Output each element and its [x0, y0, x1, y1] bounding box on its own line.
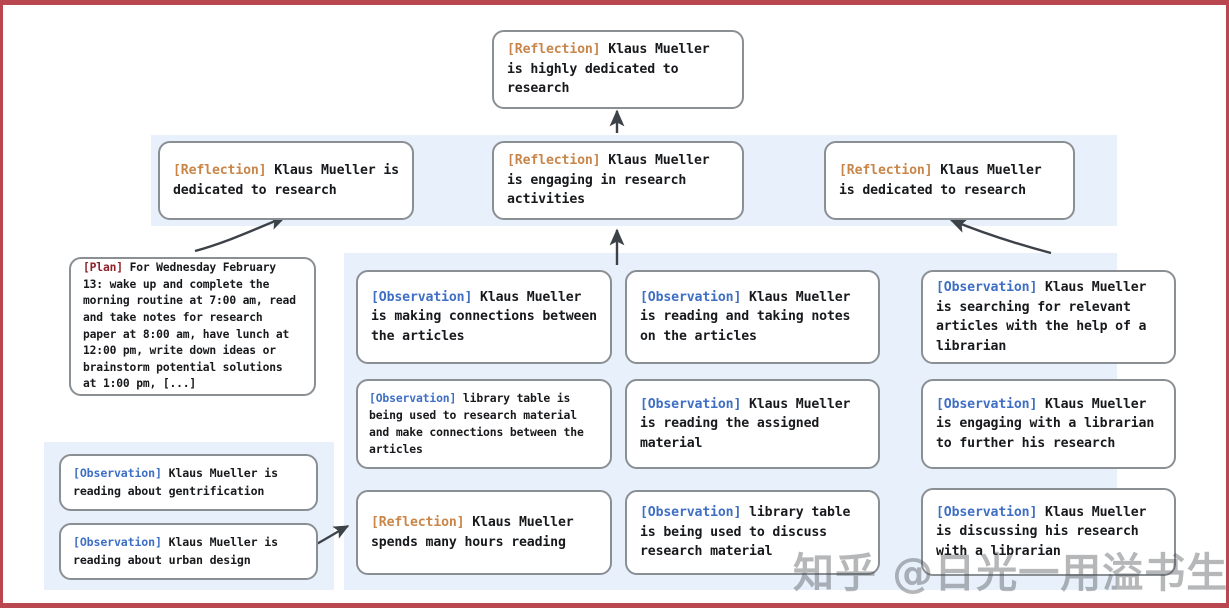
node-text: [Reflection] Klaus Mueller is dedicated … [826, 161, 1073, 200]
node-text: [Observation] Klaus Mueller is searching… [923, 278, 1174, 356]
node-reflection-right[interactable]: [Reflection] Klaus Mueller is dedicated … [824, 141, 1075, 220]
node-col3-observation-2[interactable]: [Observation] Klaus Mueller is reading t… [625, 379, 880, 469]
node-col4-observation-2[interactable]: [Observation] Klaus Mueller is engaging … [921, 379, 1176, 469]
node-reflection-left[interactable]: [Reflection] Klaus Mueller is dedicated … [158, 141, 414, 220]
node-body: Klaus Mueller is dedicated to research [173, 163, 407, 198]
node-observation-left-1[interactable]: [Observation] Klaus Mueller is reading a… [59, 454, 318, 511]
tag-observation: [Observation] [936, 504, 1038, 520]
tag-observation: [Observation] [73, 466, 162, 480]
tag-observation: [Observation] [640, 289, 742, 305]
node-text: [Observation] Klaus Mueller is reading a… [627, 288, 878, 347]
node-col4-observation-1[interactable]: [Observation] Klaus Mueller is searching… [921, 270, 1176, 364]
node-body: library table is being used to discuss r… [640, 505, 859, 560]
node-col2-reflection-3[interactable]: [Reflection] Klaus Mueller spends many h… [356, 490, 612, 575]
node-col3-observation-3[interactable]: [Observation] library table is being use… [625, 490, 880, 575]
node-body: Klaus Mueller is reading about gentrific… [73, 466, 285, 498]
node-observation-left-2[interactable]: [Observation] Klaus Mueller is reading a… [59, 523, 318, 580]
node-col2-observation-2[interactable]: [Observation] library table is being use… [356, 379, 612, 469]
node-text: [Reflection] Klaus Mueller is dedicated … [160, 161, 412, 200]
tag-plan: [Plan] [83, 261, 123, 275]
node-text: [Observation] Klaus Mueller is discussin… [923, 503, 1174, 562]
node-text: [Reflection] Klaus Mueller is highly ded… [494, 40, 742, 99]
tag-reflection: [Reflection] [507, 42, 601, 58]
node-col4-observation-3[interactable]: [Observation] Klaus Mueller is discussin… [921, 488, 1176, 576]
node-col3-observation-1[interactable]: [Observation] Klaus Mueller is reading a… [625, 270, 880, 364]
node-body: Klaus Mueller spends many hours reading [371, 515, 582, 550]
tag-observation: [Observation] [936, 396, 1038, 412]
tag-reflection: [Reflection] [371, 515, 465, 530]
node-text: [Observation] Klaus Mueller is reading a… [61, 465, 316, 500]
node-text: [Plan] For Wednesday February 13: wake u… [71, 260, 314, 393]
node-text: [Observation] Klaus Mueller is reading a… [61, 534, 316, 569]
node-body: Klaus Mueller is reading and taking note… [640, 289, 859, 344]
node-body: Klaus Mueller is highly dedicated to res… [507, 42, 718, 97]
node-body: Klaus Mueller is dedicated to research [839, 163, 1050, 198]
tag-observation: [Observation] [640, 396, 742, 412]
node-text: [Observation] Klaus Mueller is engaging … [923, 395, 1174, 454]
node-text: [Reflection] Klaus Mueller spends many h… [358, 513, 610, 552]
node-text: [Observation] Klaus Mueller is reading t… [627, 395, 878, 454]
node-body: Klaus Mueller is discussing his research… [936, 504, 1155, 559]
tag-observation: [Observation] [936, 280, 1038, 295]
tag-observation: [Observation] [640, 505, 742, 521]
tag-observation: [Observation] [73, 535, 162, 549]
node-body: Klaus Mueller is engaging in research ac… [507, 153, 718, 208]
node-text: [Observation] Klaus Mueller is making co… [358, 288, 610, 347]
node-body: Klaus Mueller is reading the assigned ma… [640, 396, 859, 451]
node-text: [Observation] library table is being use… [358, 390, 610, 458]
tag-reflection: [Reflection] [507, 153, 601, 169]
tag-observation: [Observation] [369, 391, 457, 405]
diagram-canvas: [Reflection] Klaus Mueller is highly ded… [3, 5, 1229, 613]
node-body: Klaus Mueller is reading about urban des… [73, 535, 285, 567]
tag-observation: [Observation] [371, 289, 473, 305]
node-col2-observation-1[interactable]: [Observation] Klaus Mueller is making co… [356, 270, 612, 364]
node-body: Klaus Mueller is searching for relevant … [936, 280, 1155, 354]
tag-reflection: [Reflection] [173, 163, 267, 178]
node-reflection-center[interactable]: [Reflection] Klaus Mueller is engaging i… [492, 141, 744, 220]
tag-reflection: [Reflection] [839, 163, 933, 178]
node-root-reflection[interactable]: [Reflection] Klaus Mueller is highly ded… [492, 30, 744, 109]
node-plan[interactable]: [Plan] For Wednesday February 13: wake u… [69, 257, 316, 396]
node-body: Klaus Mueller is engaging with a librari… [936, 396, 1162, 451]
node-text: [Reflection] Klaus Mueller is engaging i… [494, 151, 742, 210]
node-body: library table is being used to research … [369, 391, 591, 456]
node-body: Klaus Mueller is making connections betw… [371, 289, 605, 344]
node-text: [Observation] library table is being use… [627, 503, 878, 562]
node-body: For Wednesday February 13: wake up and c… [83, 261, 303, 391]
